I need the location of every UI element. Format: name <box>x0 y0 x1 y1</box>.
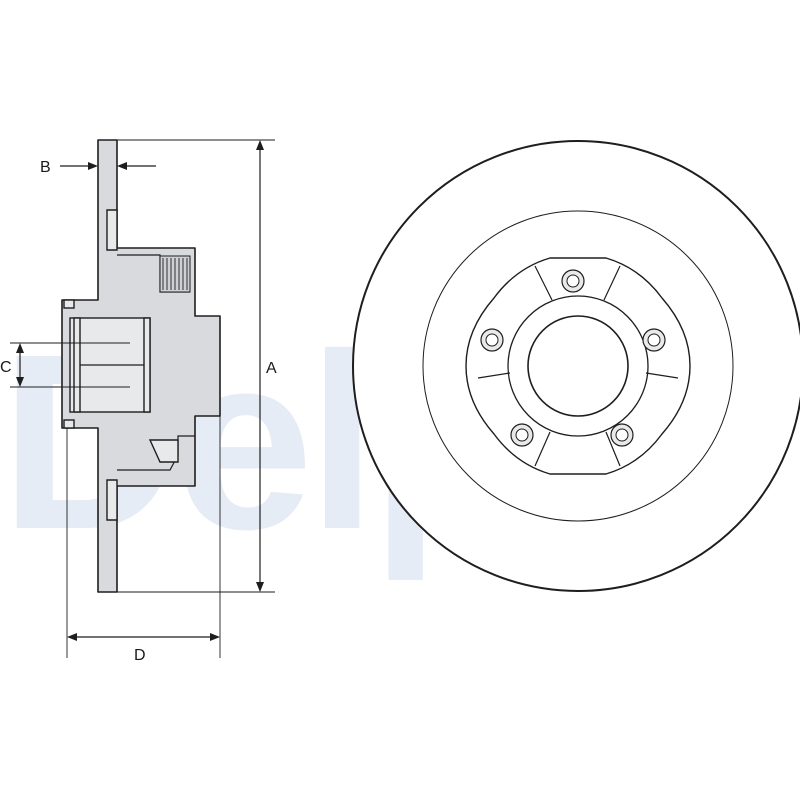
dim-label-d: D <box>134 647 146 664</box>
disc-front-view <box>352 140 800 592</box>
seal-ring-bottom <box>63 419 75 429</box>
center-bore <box>527 315 629 417</box>
disc-side-view <box>61 139 221 593</box>
seal-ring-top <box>63 299 75 309</box>
bolt-holes <box>480 269 666 447</box>
hub-lower-pocket <box>148 439 179 463</box>
dimension-lines <box>10 139 275 658</box>
dim-label-b: B <box>40 159 51 176</box>
threaded-hole <box>159 255 191 293</box>
dim-label-a: A <box>266 360 277 377</box>
disc-lower-slot <box>106 479 118 521</box>
hub-outer-ring <box>507 295 649 437</box>
disc-upper-slot <box>106 209 118 251</box>
dim-label-c: C <box>0 359 12 376</box>
bearing-inner-left <box>73 317 81 413</box>
braking-surface-inner-edge <box>422 210 734 522</box>
bearing-inner-right <box>143 317 151 413</box>
